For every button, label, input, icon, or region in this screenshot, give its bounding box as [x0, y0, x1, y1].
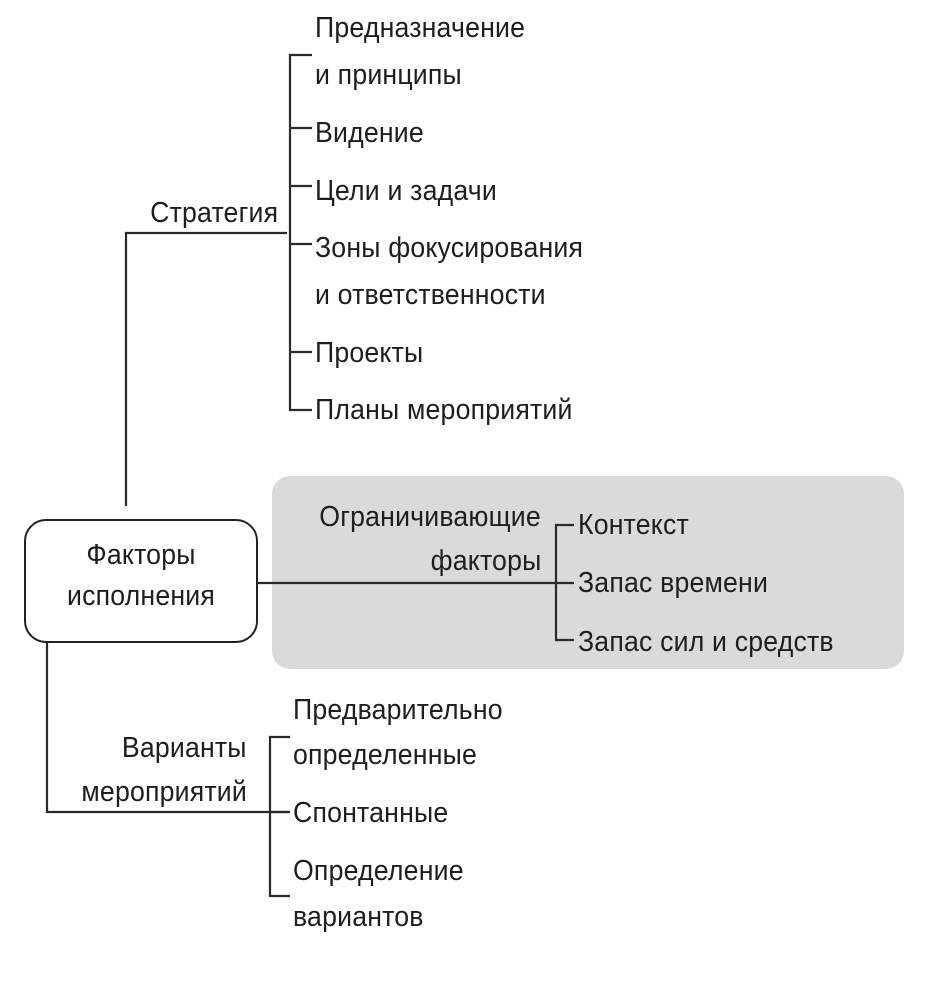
connector-constraints-bracket — [554, 523, 574, 642]
strategy-item-purpose-line1: Предназначение — [315, 12, 526, 44]
options-item-predefined-line2: определенные — [293, 739, 477, 771]
connector-options-bracket — [268, 735, 290, 898]
options-label-line1: Варианты — [122, 732, 247, 764]
strategy-item-focus-line2: и ответственности — [315, 279, 546, 311]
options-label-line2: мероприятий — [81, 776, 247, 808]
root-label-line2: исполнения — [66, 580, 216, 612]
root-node: Факторы исполнения — [24, 519, 258, 643]
connector-root-options — [45, 643, 290, 814]
constraints-item-context: Контекст — [578, 509, 689, 541]
strategy-item-purpose-line2: и принципы — [315, 59, 462, 91]
connector-strategy-bracket — [288, 53, 312, 412]
constraints-item-resources: Запас сил и средств — [578, 626, 834, 658]
options-item-definition-line2: вариантов — [293, 901, 424, 933]
strategy-item-focus-line1: Зоны фокусирования — [315, 232, 584, 264]
options-item-spontaneous: Спонтанные — [293, 797, 449, 829]
options-item-predefined-line1: Предварительно — [293, 694, 503, 726]
connector-root-strategy — [124, 231, 287, 506]
strategy-item-vision: Видение — [315, 117, 424, 149]
strategy-item-projects: Проекты — [315, 337, 424, 369]
strategy-label: Стратегия — [149, 197, 278, 229]
constraints-label-line2: факторы — [430, 545, 541, 577]
root-label-line1: Факторы — [86, 539, 196, 571]
connector-strategy-ticks — [290, 126, 312, 354]
constraints-highlight-box — [272, 476, 904, 669]
constraints-item-time: Запас времени — [578, 567, 769, 599]
constraints-label-line1: Ограничивающие — [319, 501, 541, 533]
strategy-item-action-plans: Планы мероприятий — [315, 394, 573, 426]
options-item-definition-line1: Определение — [293, 855, 464, 887]
strategy-item-goals: Цели и задачи — [315, 175, 497, 207]
